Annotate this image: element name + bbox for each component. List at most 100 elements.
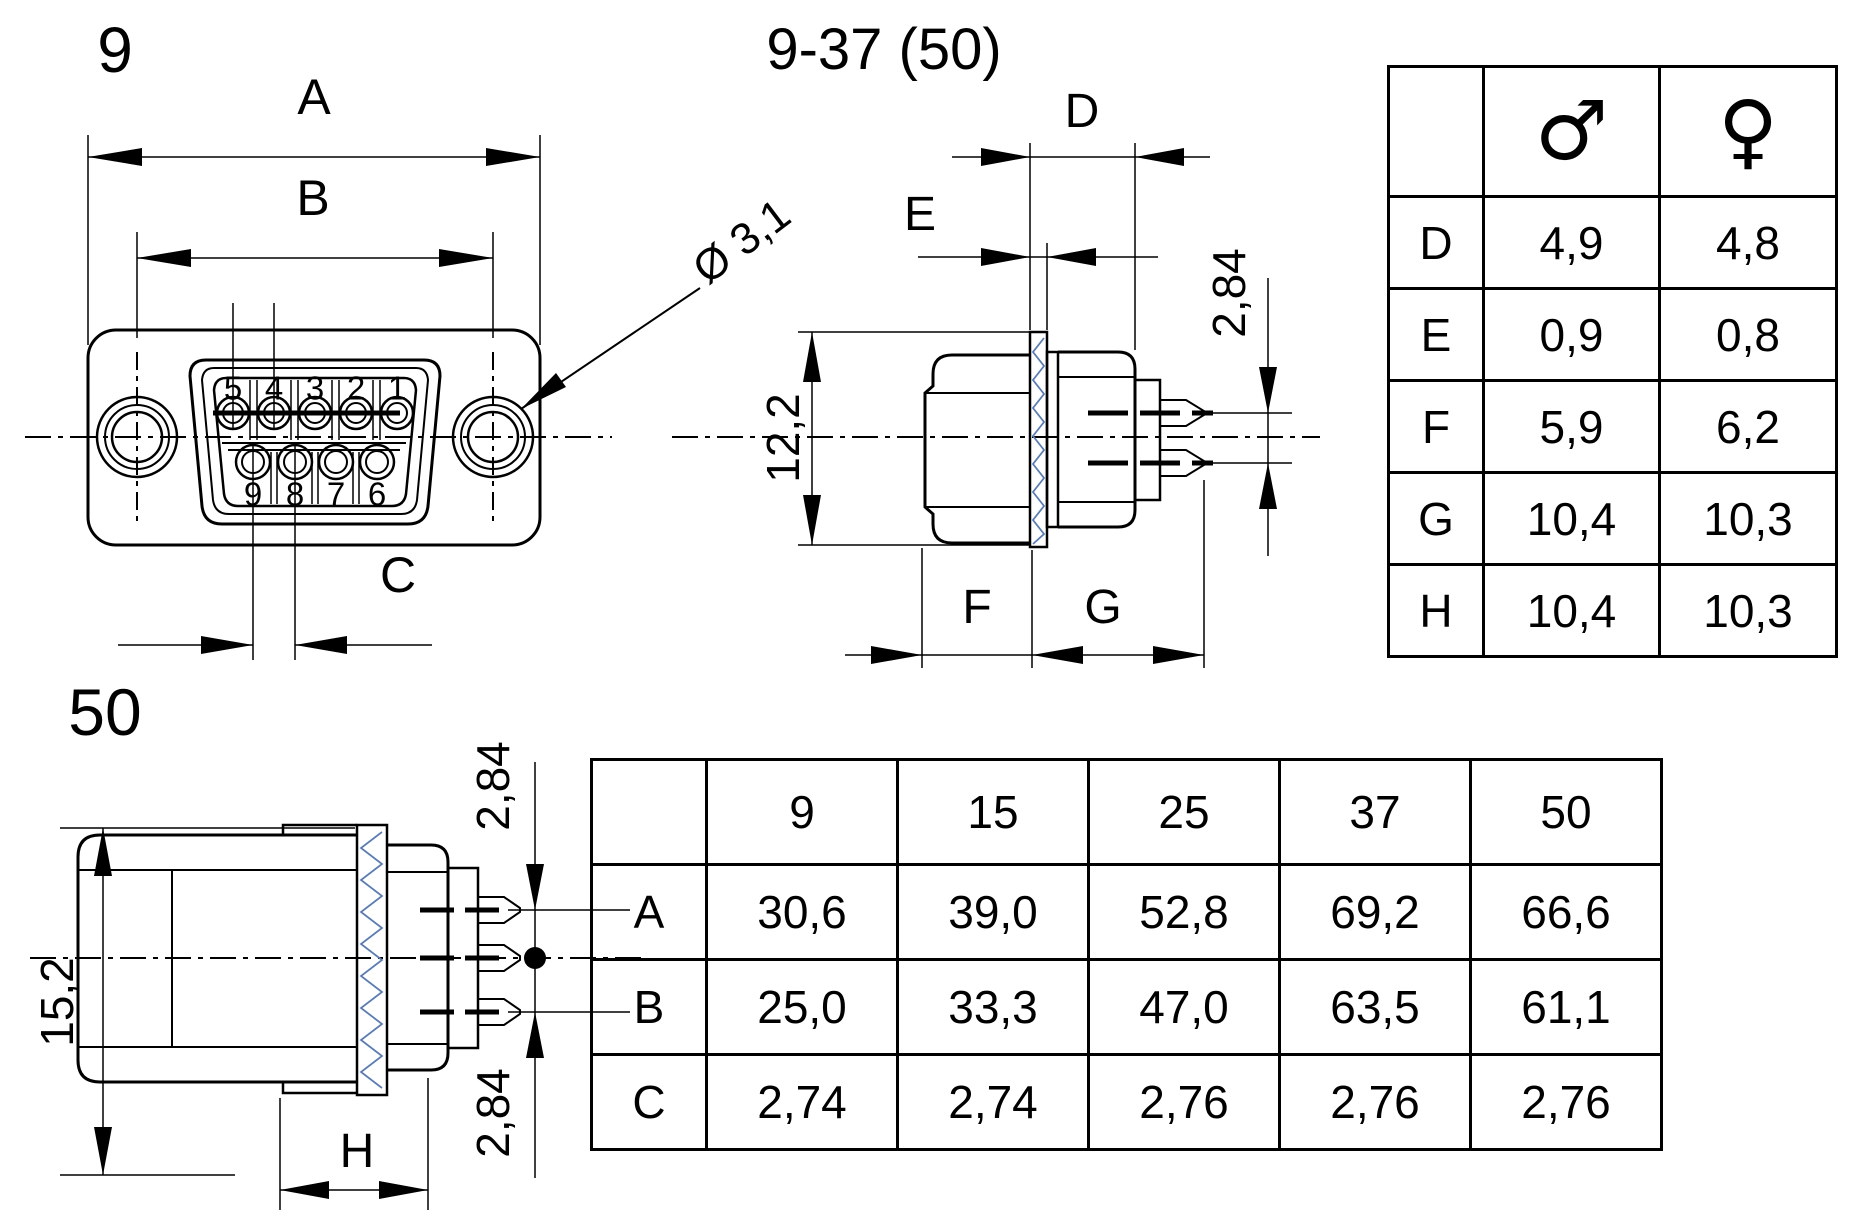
table-row: E 0,9 0,8 [1387, 287, 1838, 382]
table-row: H 10,4 10,3 [1387, 563, 1838, 658]
male-icon: ♂ [1482, 65, 1661, 198]
table-cell: 47,0 [1087, 958, 1281, 1056]
gender-table-corner [1387, 65, 1485, 198]
row-label: A [590, 863, 708, 961]
pin-number: 6 [367, 475, 387, 513]
table-cell: 30,6 [705, 863, 899, 961]
dim-284-lower-label: 2,84 [467, 1068, 519, 1158]
table-cell: 0,9 [1482, 287, 1661, 382]
table-header-row: 9 15 25 37 50 [590, 758, 1663, 866]
column-header: 37 [1278, 758, 1472, 866]
table-row: F 5,9 6,2 [1387, 379, 1838, 474]
row-label: C [590, 1053, 708, 1151]
front-shroud [188, 358, 442, 526]
table-cell: 2,76 [1278, 1053, 1472, 1151]
row-label: B [590, 958, 708, 1056]
column-header: 50 [1469, 758, 1663, 866]
dim-b-arrows [136, 232, 494, 338]
hole-diameter-leader [520, 287, 701, 410]
dim-g-label: G [1084, 581, 1122, 634]
row-label: D [1387, 195, 1485, 290]
side-937-body [923, 353, 1030, 545]
dim-h-label: H [339, 1125, 375, 1178]
pin-number: 8 [285, 475, 305, 513]
dim-152-label: 15,2 [31, 957, 83, 1047]
mounting-hole-right [451, 395, 535, 479]
table-cell: 10,4 [1482, 563, 1661, 658]
table-cell: 61,1 [1469, 958, 1663, 1056]
table-cell: 10,4 [1482, 471, 1661, 566]
front-view-drawing [25, 135, 701, 660]
dim-284-label: 2,84 [1203, 248, 1255, 338]
dim-a-arrows [87, 135, 541, 345]
table-cell: 10,3 [1658, 471, 1838, 566]
dim-122-arrows [798, 331, 1030, 546]
dim-h-arrows [279, 1078, 429, 1210]
table-row: D 4,9 4,8 [1387, 195, 1838, 290]
table-cell: 63,5 [1278, 958, 1472, 1056]
table-row: A 30,6 39,0 52,8 69,2 66,6 [590, 863, 1663, 961]
dim-d-arrows [952, 143, 1210, 350]
table-row: G 10,4 10,3 [1387, 471, 1838, 566]
column-header: 15 [896, 758, 1090, 866]
pin-number: 1 [387, 369, 407, 407]
dim-284-upper-label: 2,84 [467, 741, 519, 831]
row-label: H [1387, 563, 1485, 658]
table-cell: 25,0 [705, 958, 899, 1056]
table-cell: 6,2 [1658, 379, 1838, 474]
dim-d-label: D [1064, 85, 1100, 138]
female-icon: ♀ [1658, 65, 1838, 198]
table-cell: 0,8 [1658, 287, 1838, 382]
table-row: C 2,74 2,74 2,76 2,76 2,76 [590, 1053, 1663, 1151]
side-937-flange [1028, 330, 1049, 549]
side-view-50-drawing [30, 762, 645, 1210]
dim-e-label: E [903, 188, 937, 241]
dim-e-arrows [918, 243, 1158, 330]
front-flange [86, 328, 542, 547]
row-label: G [1387, 471, 1485, 566]
column-header: 9 [705, 758, 899, 866]
pin-number: 5 [223, 369, 243, 407]
table-cell: 2,74 [705, 1053, 899, 1151]
dim-284-50-arrows [524, 762, 546, 1178]
side-937-pins [1088, 410, 1292, 466]
column-header: 25 [1087, 758, 1281, 866]
table-cell: 2,76 [1087, 1053, 1281, 1151]
gender-dimension-table: ♂ ♀ D 4,9 4,8 E 0,9 0,8 F 5,9 6,2 G 10,4… [1387, 65, 1838, 658]
table-cell: 69,2 [1278, 863, 1472, 961]
table-cell: 66,6 [1469, 863, 1663, 961]
dim-fg-arrows [845, 480, 1205, 668]
side-937-shroud [1058, 350, 1137, 529]
table-cell: 10,3 [1658, 563, 1838, 658]
mounting-hole-left [95, 395, 179, 479]
dim-284-mid-arrows [1259, 278, 1277, 556]
dim-c-label: C [379, 547, 417, 603]
center-dot [524, 947, 546, 969]
flange-hatch [1031, 337, 1046, 545]
dim-122-label: 12,2 [757, 393, 809, 483]
dim-f-label: F [962, 581, 992, 634]
row-label: E [1387, 287, 1485, 382]
side-50-flange [355, 823, 389, 1097]
table-row: B 25,0 33,3 47,0 63,5 61,1 [590, 958, 1663, 1056]
table-cell: 52,8 [1087, 863, 1281, 961]
pin-number: 9 [243, 475, 263, 513]
side-view-50-title: 50 [68, 675, 142, 749]
pin-number: 7 [326, 475, 346, 513]
table-cell: 2,76 [1469, 1053, 1663, 1151]
side-50-body [76, 833, 357, 1084]
pin-number: 4 [264, 369, 284, 407]
flange-hatch-50 [359, 831, 384, 1089]
side-view-937-drawing [672, 143, 1320, 668]
dim-a-label: A [297, 69, 331, 125]
pin-number: 3 [305, 369, 325, 407]
table-cell: 4,9 [1482, 195, 1661, 290]
pin-number: 2 [346, 369, 366, 407]
side-view-937-title: 9-37 (50) [766, 17, 1002, 82]
table-cell: 39,0 [896, 863, 1090, 961]
table-cell: 33,3 [896, 958, 1090, 1056]
table-cell: 2,74 [896, 1053, 1090, 1151]
row-label: F [1387, 379, 1485, 474]
